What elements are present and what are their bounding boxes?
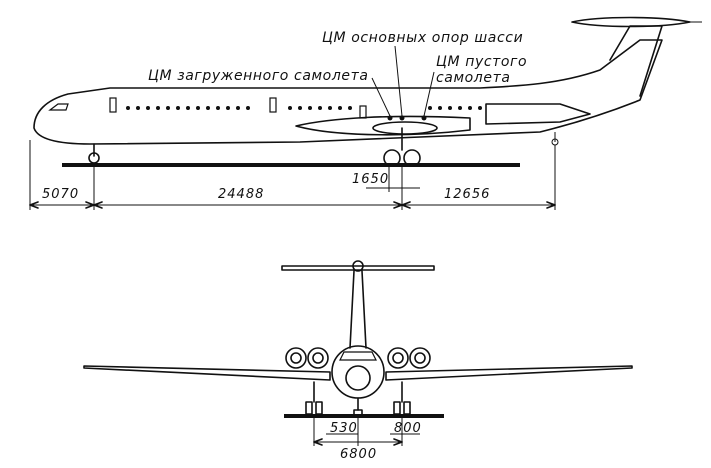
label-cg-empty-line1: ЦМ пустого <box>436 54 527 70</box>
front-engines <box>285 347 431 369</box>
front-dimension-lines <box>314 433 420 443</box>
front-horizontal-stabilizer <box>281 265 435 271</box>
dim-cg-shift: 1650 <box>352 172 389 187</box>
side-cabin-windows <box>126 106 482 110</box>
front-cockpit-windows <box>339 351 377 361</box>
dim-wheelbase: 24488 <box>218 187 264 202</box>
side-nose-gear-wheel <box>88 152 100 164</box>
front-left-wing <box>83 365 331 381</box>
side-rear-door <box>359 105 367 119</box>
side-main-gear-wheel-front <box>383 149 401 167</box>
dim-nose-gear-offset: 530 <box>330 421 358 436</box>
dim-tail-offset: 12656 <box>444 187 490 202</box>
leader-cg-main-gear <box>394 45 403 117</box>
side-engine-nacelle <box>485 103 591 125</box>
side-view: ЦМ основных опор шасси ЦМ загруженного с… <box>29 16 702 210</box>
cg-main-gear-marker <box>399 115 405 121</box>
dim-main-gear-offset: 800 <box>394 421 422 436</box>
label-cg-loaded: ЦМ загруженного самолета <box>148 68 369 84</box>
side-main-gear-wheel-rear <box>403 149 421 167</box>
side-mid-door <box>269 97 277 113</box>
dim-gear-track: 6800 <box>340 447 377 462</box>
dim-nose-offset: 5070 <box>42 187 79 202</box>
cg-loaded-marker <box>387 115 393 121</box>
cg-empty-marker <box>421 115 427 121</box>
side-cg-markers <box>387 115 427 121</box>
side-fuselage <box>33 39 663 145</box>
front-nose <box>345 365 371 391</box>
front-view: 530 800 6800 <box>83 260 633 462</box>
label-cg-empty-line2: самолета <box>436 70 511 86</box>
front-right-wing <box>385 365 633 381</box>
front-tail-fin <box>349 270 367 349</box>
side-horizontal-stabilizer <box>571 16 691 28</box>
front-tail-hub <box>352 260 364 272</box>
leader-cg-loaded <box>371 77 391 117</box>
side-wing-fairing <box>372 121 438 135</box>
side-dimension-lines <box>30 187 555 206</box>
side-cockpit-window <box>48 103 69 111</box>
leader-cg-empty <box>423 71 435 117</box>
front-landing-gear <box>305 381 411 417</box>
front-dimension-ticks <box>313 438 403 446</box>
side-wing <box>295 115 471 136</box>
side-front-door <box>109 97 117 113</box>
label-cg-main-gear: ЦМ основных опор шасси <box>322 30 523 46</box>
side-dimension-ticks <box>29 201 556 209</box>
